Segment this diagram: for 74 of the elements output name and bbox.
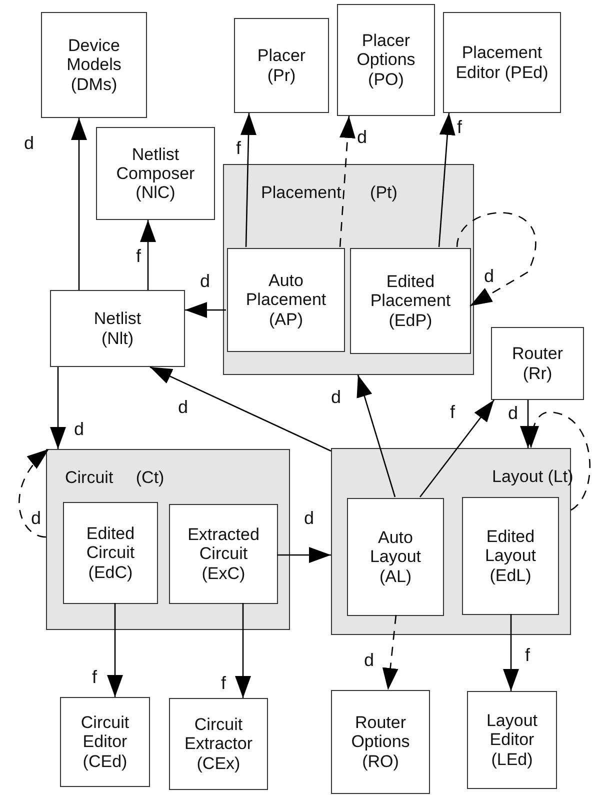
node-label: Netlist Composer (NlC) [115,144,196,202]
arrow [277,547,331,563]
node-label: Netlist (Nlt) [92,309,142,348]
node-label: Placer Options (PO) [356,31,416,89]
group-heading: Circuit (Ct) [65,468,164,488]
process-box [347,498,444,616]
node-label: Auto Layout (AL) [368,528,422,586]
edge-label: d [357,128,368,146]
arrow [107,603,123,697]
process-box [234,18,329,113]
process-box [331,690,430,794]
node-label: Placement Editor (PEd) [454,43,550,82]
edge-label: f [92,668,98,686]
node-label: Circuit Extractor (CEx) [183,715,254,773]
node-label: Device Models (DMs) [66,36,122,94]
edge-label: f [236,139,242,157]
edge-label: f [457,118,462,136]
edge-label: d [364,651,374,669]
arrow [438,112,456,248]
process-box [169,698,268,790]
edge-label: d [484,267,494,285]
node-label: Router Options (RO) [350,713,411,771]
arrow [50,367,66,449]
node-label: Router (Rr) [510,344,564,383]
edge-label: f [450,403,456,421]
arrow [339,116,356,248]
edge-label: d [508,404,518,422]
arrow [456,212,536,307]
arrow [71,118,87,290]
process-box [41,12,147,118]
arrow [356,374,396,498]
arrow [235,603,251,698]
process-box [227,248,345,352]
edge-label: f [221,674,226,692]
arrow [18,448,50,538]
process-box [462,497,559,615]
edge-label: d [178,398,188,416]
arrow [150,366,332,452]
edge-label: d [304,509,314,527]
process-box [169,504,278,604]
node-label: Edited Placement (EdP) [369,272,452,330]
edge-label: f [525,646,530,664]
node-label: Edited Layout (EdL) [484,527,538,585]
process-box [350,248,471,354]
process-box [60,697,150,787]
arrow [140,220,156,290]
arrow [419,400,495,498]
arrow [382,614,398,690]
edge-label: d [331,388,342,406]
process-box [467,691,557,789]
edge-label: d [200,272,210,290]
arrow [240,112,256,248]
edge-label: d [31,509,42,527]
container-box [331,448,571,635]
process-box [337,4,435,116]
process-box [491,327,584,400]
node-label: Circuit Editor (CEd) [80,713,130,771]
process-box [50,290,185,367]
edge-label: d [24,134,34,152]
container-box [223,164,474,375]
group-heading: Placement (Pt) [261,183,398,203]
node-label: Layout Editor (LEd) [485,711,539,769]
process-box [443,12,561,113]
node-label: Extracted Circuit (ExC) [186,525,260,583]
node-label: Edited Circuit (EdC) [85,524,136,582]
node-label: Auto Placement (AP) [244,271,328,329]
arrow [503,614,519,691]
process-box [63,502,158,604]
process-box [96,127,215,220]
node-label: Placer (Pr) [256,46,307,85]
edge-label: f [136,247,142,265]
container-box [46,449,290,630]
arrow [185,302,226,318]
edge-label: d [74,420,84,438]
